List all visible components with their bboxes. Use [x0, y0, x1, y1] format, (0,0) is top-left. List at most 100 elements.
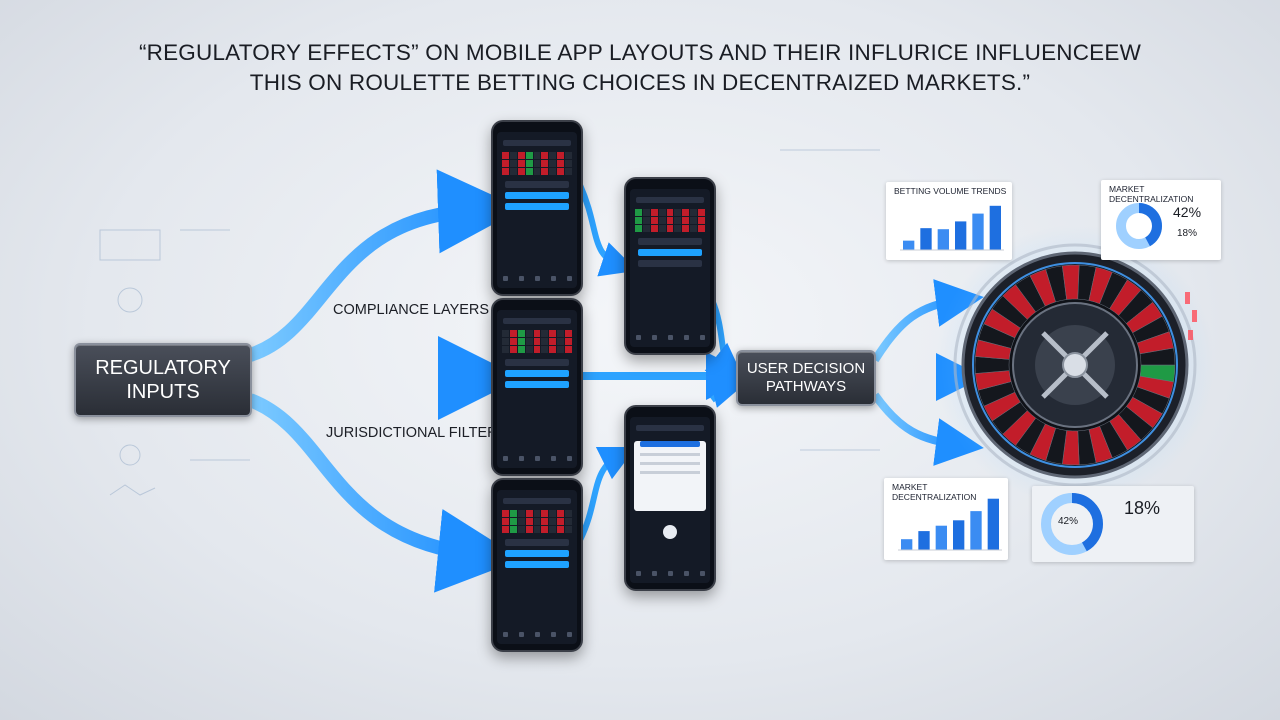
roulette-cell — [565, 346, 572, 353]
roulette-cell — [502, 526, 509, 533]
market-decentralization-card-top: MARKET DECENTRALIZATION 42% 18% — [1101, 180, 1221, 260]
roulette-cell — [557, 160, 565, 167]
roulette-cell — [557, 526, 565, 533]
roulette-cell — [502, 168, 509, 175]
phone-mockup-2 — [491, 298, 583, 476]
roulette-cell — [509, 346, 517, 353]
phone-mockup-1 — [491, 120, 583, 296]
roulette-cell — [525, 152, 533, 159]
roulette-cell — [682, 225, 690, 232]
roulette-cell — [509, 510, 517, 517]
roulette-cell — [557, 168, 565, 175]
chart-bar — [901, 539, 913, 550]
tab-bar — [497, 632, 577, 642]
roulette-cell — [565, 518, 572, 525]
roulette-cell — [642, 225, 650, 232]
roulette-cell — [674, 225, 682, 232]
roulette-cell — [666, 225, 674, 232]
betting-volume-title: BETTING VOLUME TRENDS — [894, 186, 1007, 196]
roulette-cell — [565, 168, 572, 175]
roulette-cell — [541, 152, 549, 159]
chart-bar — [937, 229, 949, 250]
roulette-cell — [517, 330, 525, 337]
chart-bar — [920, 228, 932, 250]
donut-segment — [1116, 203, 1162, 249]
roulette-cell — [502, 152, 509, 159]
roulette-cell — [509, 526, 517, 533]
roulette-cell — [533, 526, 541, 533]
donut-card-bottom: 42% 18% — [1032, 486, 1194, 562]
roulette-cell — [565, 526, 572, 533]
tab-bar — [497, 276, 577, 286]
roulette-cell — [557, 152, 565, 159]
roulette-cell — [549, 518, 557, 525]
roulette-cell — [658, 225, 666, 232]
chart-bar — [955, 221, 967, 250]
roulette-cell — [666, 209, 674, 216]
user-decision-pathways-node: USER DECISION PATHWAYS — [736, 350, 876, 406]
roulette-cell — [658, 209, 666, 216]
roulette-cell — [541, 330, 549, 337]
roulette-grid — [502, 510, 572, 533]
roulette-cell — [642, 209, 650, 216]
roulette-cell — [533, 330, 541, 337]
market-decentralization-title-top: MARKET DECENTRALIZATION — [1109, 184, 1194, 204]
roulette-cell — [541, 168, 549, 175]
roulette-cell — [525, 526, 533, 533]
roulette-cell — [565, 160, 572, 167]
donut-top-value: 42% — [1173, 204, 1202, 220]
phone-mockup-3 — [491, 478, 583, 652]
roulette-cell — [509, 160, 517, 167]
roulette-cell — [698, 217, 705, 224]
roulette-cell — [549, 526, 557, 533]
phone-mockup-5 — [624, 405, 716, 591]
roulette-cell — [517, 346, 525, 353]
roulette-cell — [650, 217, 658, 224]
decentralization-donut-bottom — [1041, 493, 1103, 555]
roulette-cell — [533, 160, 541, 167]
wheel-pocket — [1139, 347, 1176, 366]
roulette-cell — [533, 518, 541, 525]
roulette-cell — [533, 152, 541, 159]
roulette-cell — [698, 225, 705, 232]
compliance-layers-label: COMPLIANCE LAYERS — [333, 302, 490, 318]
jurisdictional-filters-label: JURISDICTIONAL FILTERS — [326, 425, 508, 441]
roulette-cell — [517, 510, 525, 517]
roulette-grid — [502, 330, 572, 353]
roulette-cell — [541, 346, 549, 353]
roulette-cell — [502, 338, 509, 345]
roulette-cell — [650, 209, 658, 216]
title-line-2: THIS ON ROULETTE BETTING CHOICES IN DECE… — [249, 70, 1031, 95]
roulette-cell — [642, 217, 650, 224]
roulette-cell — [509, 330, 517, 337]
roulette-cell — [549, 346, 557, 353]
roulette-cell — [698, 209, 705, 216]
roulette-cell — [635, 217, 642, 224]
roulette-cell — [666, 217, 674, 224]
roulette-cell — [502, 346, 509, 353]
roulette-cell — [541, 160, 549, 167]
consent-dialog — [634, 441, 706, 511]
roulette-cell — [557, 518, 565, 525]
roulette-cell — [557, 330, 565, 337]
roulette-cell — [502, 518, 509, 525]
roulette-cell — [690, 217, 698, 224]
roulette-cell — [525, 510, 533, 517]
roulette-cell — [565, 330, 572, 337]
roulette-cell — [517, 526, 525, 533]
roulette-cell — [533, 168, 541, 175]
tab-bar — [630, 571, 710, 581]
roulette-cell — [517, 168, 525, 175]
roulette-cell — [525, 330, 533, 337]
roulette-cell — [533, 338, 541, 345]
roulette-cell — [549, 330, 557, 337]
market-decentralization-card-bottom: MARKET DECENTRALIZATION — [884, 478, 1008, 560]
roulette-cell — [565, 152, 572, 159]
roulette-cell — [509, 168, 517, 175]
betting-volume-chart — [900, 205, 1004, 251]
tab-bar — [630, 335, 710, 345]
roulette-cell — [565, 510, 572, 517]
chart-bar — [972, 213, 984, 250]
decentralization-donut-top — [1116, 203, 1162, 249]
